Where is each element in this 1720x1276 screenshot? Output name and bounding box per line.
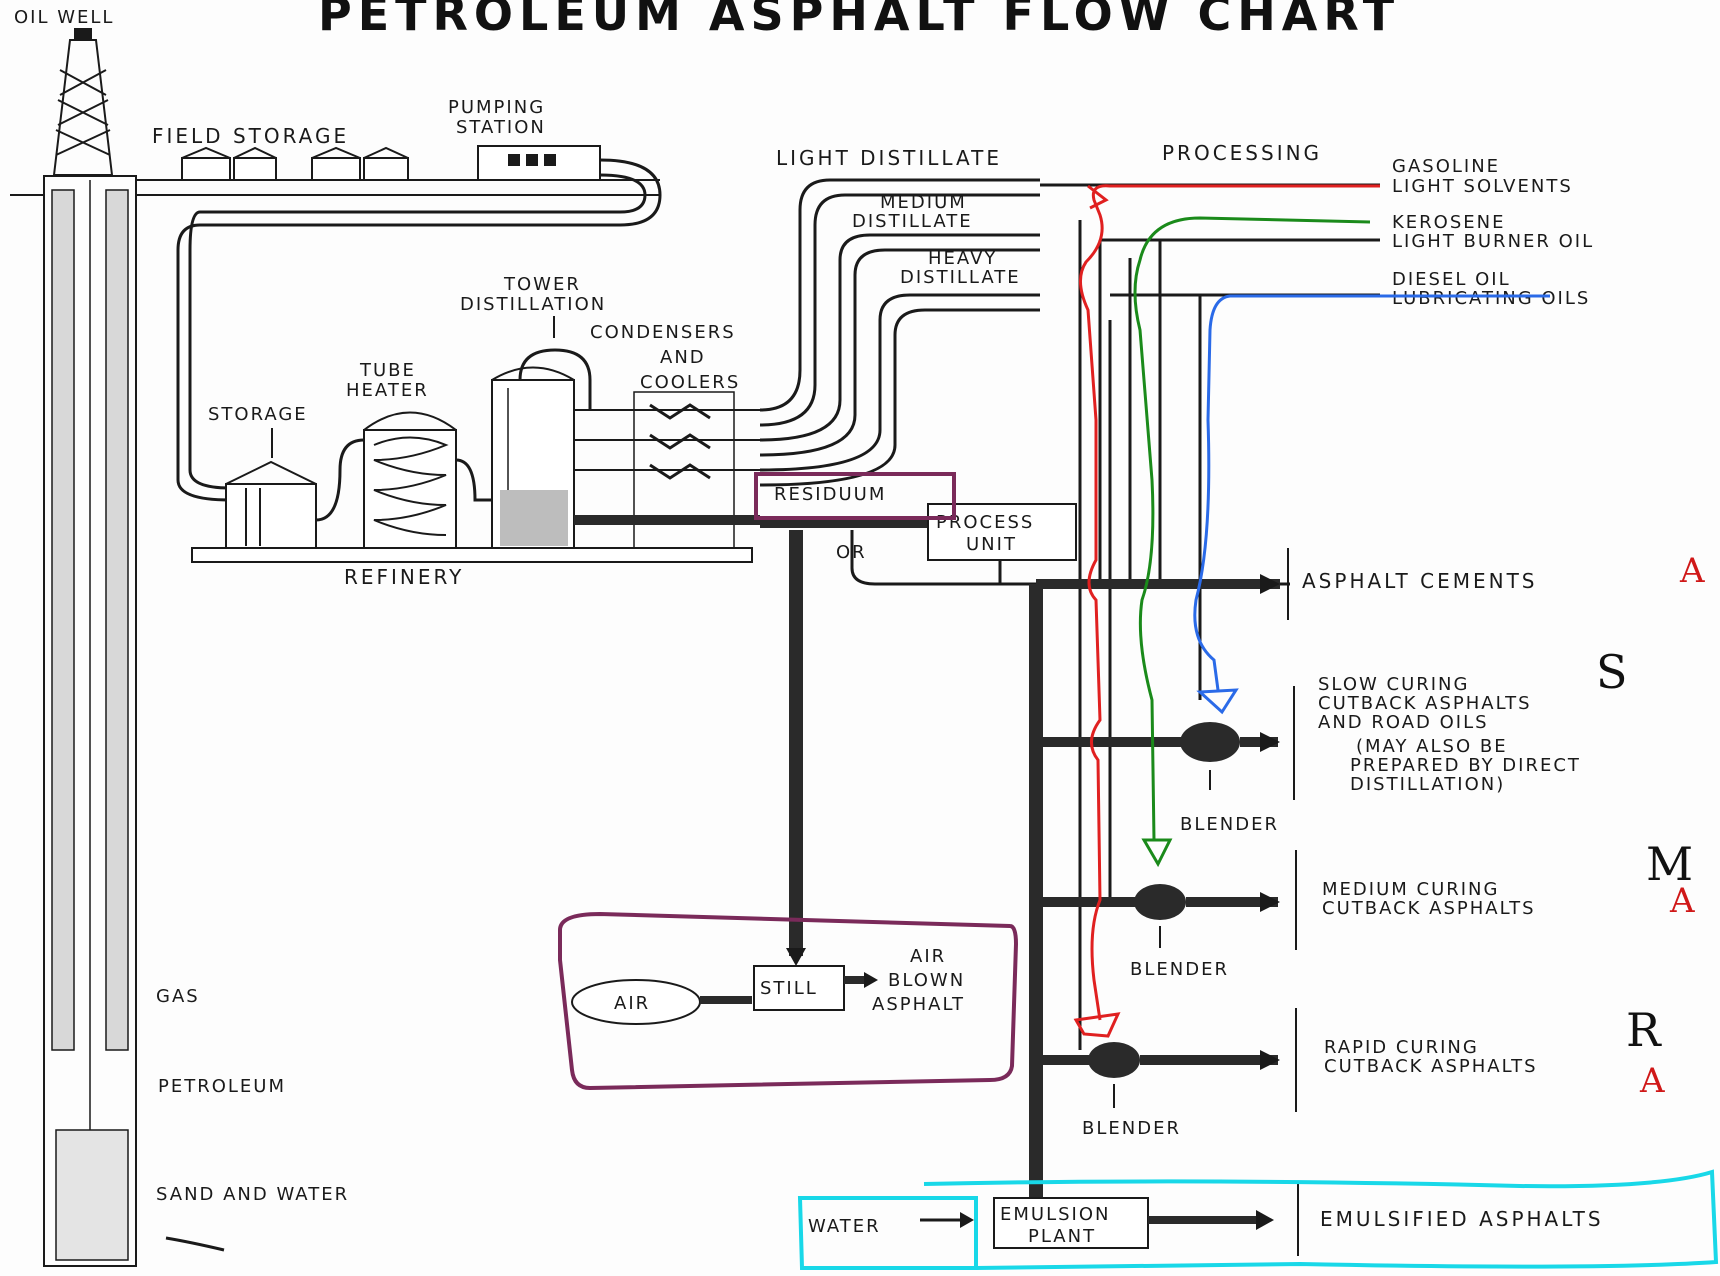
processing-lines bbox=[1040, 185, 1380, 1050]
blender-medium bbox=[1134, 884, 1186, 920]
slow-curing-label-3: AND ROAD OILS bbox=[1318, 712, 1489, 733]
emulsified-asphalts-label: EMULSIFIED ASPHALTS bbox=[1320, 1207, 1604, 1231]
gasoline-label: GASOLINE bbox=[1392, 156, 1500, 177]
emulsion-label-2: PLANT bbox=[1028, 1226, 1096, 1247]
medium-distillate-label-2: DISTILLATE bbox=[852, 211, 973, 232]
sand-water-label: SAND AND WATER bbox=[156, 1184, 349, 1205]
refinery-base bbox=[192, 548, 752, 562]
residuum-label: RESIDUUM bbox=[774, 484, 886, 505]
slow-curing-label-2: CUTBACK ASPHALTS bbox=[1318, 693, 1532, 714]
light-burner-oil-label: LIGHT BURNER OIL bbox=[1392, 231, 1594, 252]
handwritten-a-1: A bbox=[1679, 551, 1705, 591]
field-storage-label: FIELD STORAGE bbox=[152, 124, 349, 148]
handwritten-r: R bbox=[1626, 1003, 1662, 1057]
air-blown-label-1: AIR bbox=[910, 946, 946, 967]
handwritten-a-3: A bbox=[1639, 1061, 1665, 1101]
process-unit-label-1: PROCESS bbox=[936, 512, 1034, 533]
slow-curing-label-4: (MAY ALSO BE bbox=[1356, 736, 1508, 757]
process-unit-label-2: UNIT bbox=[966, 534, 1017, 555]
medium-curing-label-2: CUTBACK ASPHALTS bbox=[1322, 898, 1536, 919]
condensers-label-2: AND bbox=[660, 347, 706, 368]
processing-label: PROCESSING bbox=[1162, 141, 1322, 165]
tower-label-1: TOWER bbox=[503, 274, 581, 295]
still-label: STILL bbox=[760, 978, 818, 999]
kerosene-label: KEROSENE bbox=[1392, 212, 1506, 233]
refinery-label: REFINERY bbox=[344, 565, 464, 589]
diesel-oil-label: DIESEL OIL bbox=[1392, 269, 1511, 290]
slow-curing-label-1: SLOW CURING bbox=[1318, 674, 1469, 695]
slow-curing-label-5: PREPARED BY DIRECT bbox=[1350, 755, 1581, 776]
heavy-distillate-label-2: DISTILLATE bbox=[900, 267, 1021, 288]
pumping-label-2: STATION bbox=[456, 117, 546, 138]
pumping-label-1: PUMPING bbox=[448, 97, 545, 118]
chart-title: PETROLEUM ASPHALT FLOW CHART bbox=[318, 0, 1400, 41]
tube-heater-label-1: TUBE bbox=[359, 360, 416, 381]
pumping-station bbox=[478, 146, 600, 180]
storage-label: STORAGE bbox=[208, 404, 308, 425]
lubricating-oils-label: LUBRICATING OILS bbox=[1392, 288, 1590, 309]
tower-label-2: DISTILLATION bbox=[460, 294, 606, 315]
light-distillate-label: LIGHT DISTILLATE bbox=[776, 146, 1002, 170]
gas-label: GAS bbox=[156, 986, 200, 1007]
well-shaft bbox=[44, 176, 136, 1266]
oil-well-label: OIL WELL bbox=[14, 7, 114, 28]
water-label: WATER bbox=[808, 1216, 881, 1237]
blender-label-medium: BLENDER bbox=[1130, 959, 1229, 980]
blender-label-rapid: BLENDER bbox=[1082, 1118, 1181, 1139]
blue-flow-path bbox=[1195, 296, 1550, 690]
storage-tank bbox=[226, 462, 316, 548]
field-storage-tanks bbox=[182, 148, 408, 180]
condensers-label-3: COOLERS bbox=[640, 372, 740, 393]
condensers-label-1: CONDENSERS bbox=[590, 322, 736, 343]
tube-heater bbox=[364, 413, 456, 549]
handwritten-s: S bbox=[1596, 645, 1628, 699]
blender-rapid bbox=[1088, 1042, 1140, 1078]
medium-curing-label-1: MEDIUM CURING bbox=[1322, 879, 1499, 900]
rapid-curing-label-1: RAPID CURING bbox=[1324, 1037, 1479, 1058]
air-blown-label-3: ASPHALT bbox=[872, 994, 965, 1015]
oil-well-derrick bbox=[54, 28, 112, 175]
emulsion-label-1: EMULSION bbox=[1000, 1204, 1110, 1225]
distillation-tower bbox=[492, 368, 574, 549]
air-tank-label: AIR bbox=[614, 993, 650, 1014]
light-solvents-label: LIGHT SOLVENTS bbox=[1392, 176, 1573, 197]
petroleum-label: PETROLEUM bbox=[158, 1076, 286, 1097]
rapid-curing-label-2: CUTBACK ASPHALTS bbox=[1324, 1056, 1538, 1077]
air-blown-label-2: BLOWN bbox=[888, 970, 965, 991]
tube-heater-label-2: HEATER bbox=[346, 380, 429, 401]
coolers bbox=[574, 392, 760, 548]
handwritten-a-2: A bbox=[1669, 881, 1695, 921]
blender-slow bbox=[1180, 722, 1240, 762]
heavy-distillate-label-1: HEAVY bbox=[928, 248, 997, 269]
blender-label-slow: BLENDER bbox=[1180, 814, 1279, 835]
medium-distillate-label-1: MEDIUM bbox=[880, 192, 967, 213]
asphalt-cements-label: ASPHALT CEMENTS bbox=[1302, 569, 1538, 593]
slow-curing-label-6: DISTILLATION) bbox=[1350, 774, 1505, 795]
